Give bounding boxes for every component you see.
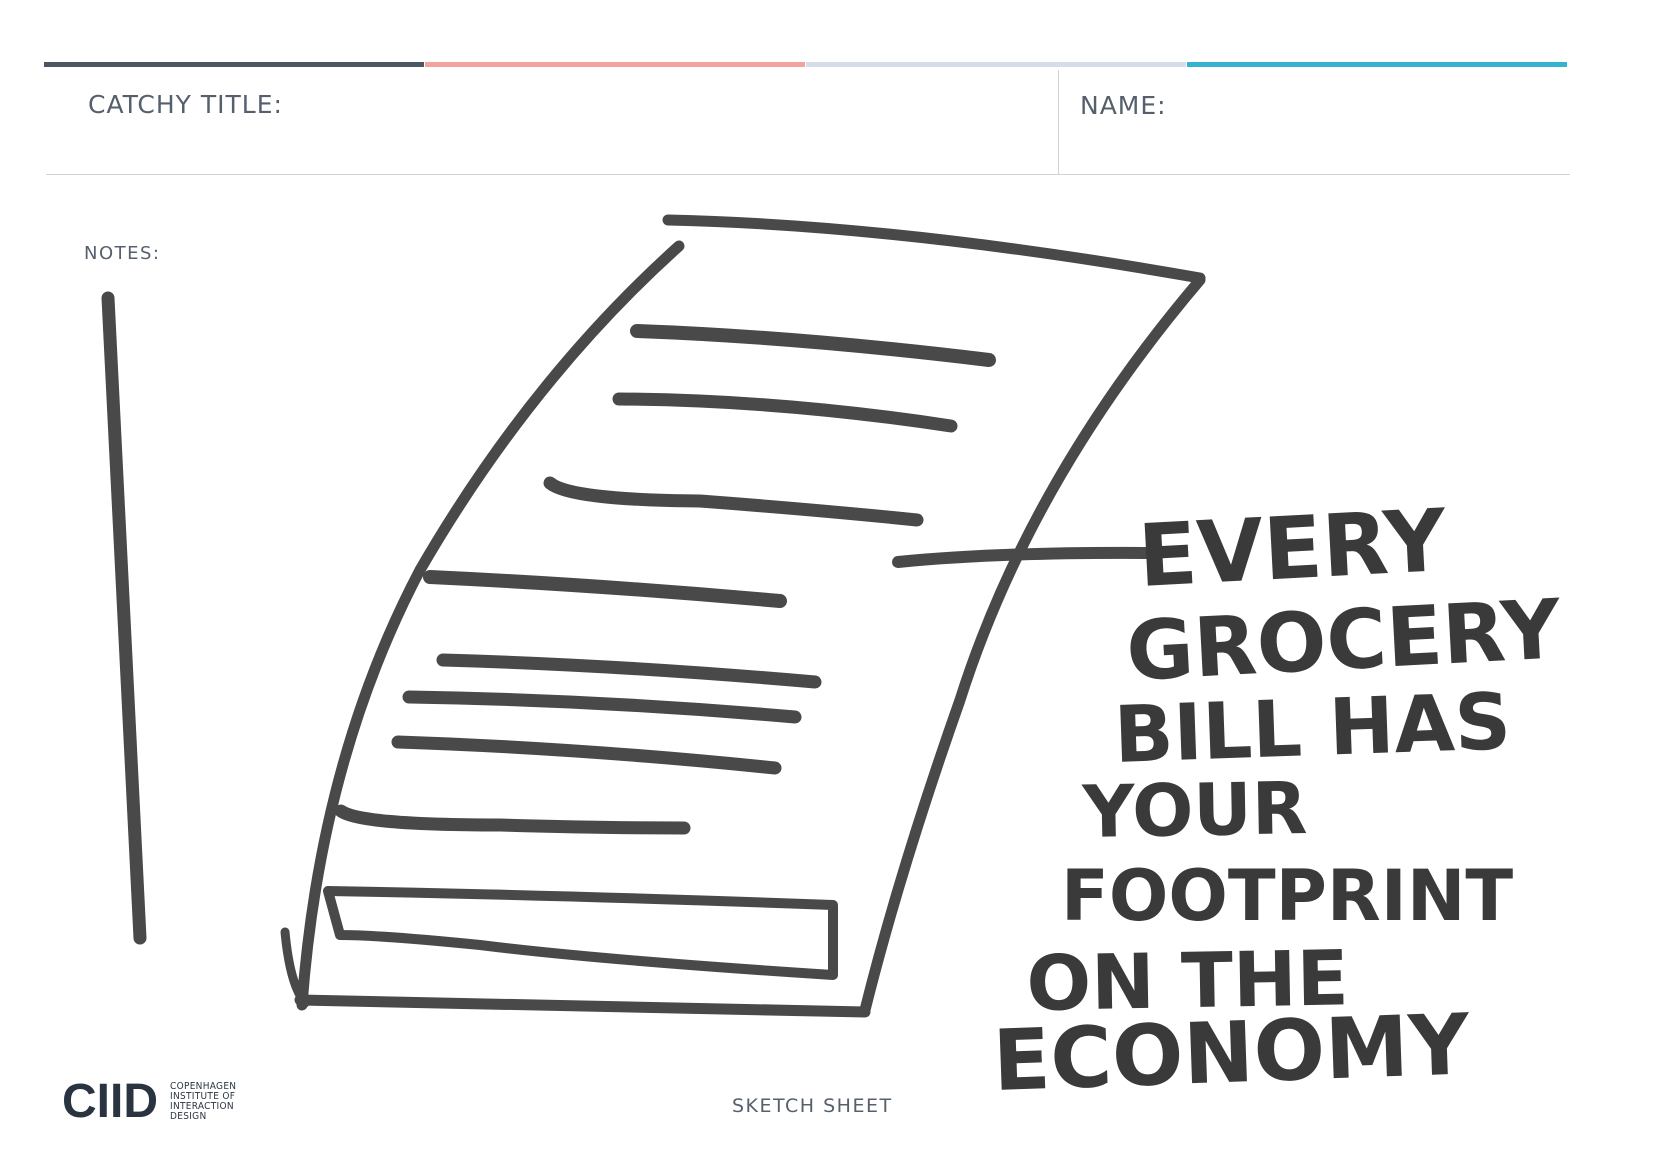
receipt-line-6 xyxy=(402,690,802,724)
sketch-sheet-label: SKETCH SHEET xyxy=(732,1095,893,1117)
name-label: NAME: xyxy=(1080,91,1167,120)
header-bar-segment-4 xyxy=(1187,62,1567,67)
logo-line-1: COPENHAGEN xyxy=(170,1081,237,1092)
receipt-line-1 xyxy=(630,324,996,367)
header-bar-segment-1 xyxy=(44,62,424,67)
receipt-right-edge xyxy=(859,274,1206,1016)
header-bar-segment-2 xyxy=(425,62,805,67)
notes-margin-line xyxy=(101,291,147,945)
receipt-bottom-edge xyxy=(294,994,871,1018)
header-bar-segment-3 xyxy=(806,62,1186,67)
logo-line-3: INTERACTION xyxy=(170,1101,234,1112)
annotation-line-5: FOOTPRINT xyxy=(1061,855,1513,937)
receipt-line-8 xyxy=(334,804,691,835)
catchy-title-label: CATCHY TITLE: xyxy=(88,90,283,119)
receipt-line-3 xyxy=(543,476,924,527)
logo-mark: CIID xyxy=(62,1075,158,1128)
ciid-logo: CIID COPENHAGEN INSTITUTE OF INTERACTION… xyxy=(62,1078,236,1126)
annotation-text: EVERY GROCERY BILL HAS YOUR FOOTPRINT ON… xyxy=(991,491,1564,1110)
annotation-line-6: ON THE xyxy=(1026,933,1350,1028)
annotation-line-4: YOUR xyxy=(1081,766,1308,854)
receipt-total-box xyxy=(323,886,838,980)
receipt-bottom-fold xyxy=(280,927,310,1008)
logo-line-4: DESIGN xyxy=(170,1111,207,1122)
annotation-line-2: GROCERY xyxy=(1124,582,1564,700)
receipt-line-4 xyxy=(423,570,787,608)
receipt-line-2 xyxy=(612,392,958,433)
logo-line-2: INSTITUTE OF xyxy=(170,1091,236,1102)
header-column-divider xyxy=(1058,70,1059,174)
annotation-line-3: BILL HAS xyxy=(1113,677,1513,781)
receipt-line-5 xyxy=(436,653,822,689)
annotation-line-1: EVERY xyxy=(1136,491,1450,607)
annotation-pointer xyxy=(892,546,1154,568)
receipt-top-edge xyxy=(662,214,1206,284)
annotation-line-7: ECONOMY xyxy=(991,995,1472,1110)
receipt-line-7 xyxy=(391,735,782,775)
logo-subtitle: COPENHAGEN INSTITUTE OF INTERACTION DESI… xyxy=(170,1082,236,1122)
receipt-left-edge xyxy=(296,240,685,1011)
notes-label: NOTES: xyxy=(84,243,161,264)
header-bottom-divider xyxy=(46,174,1570,175)
